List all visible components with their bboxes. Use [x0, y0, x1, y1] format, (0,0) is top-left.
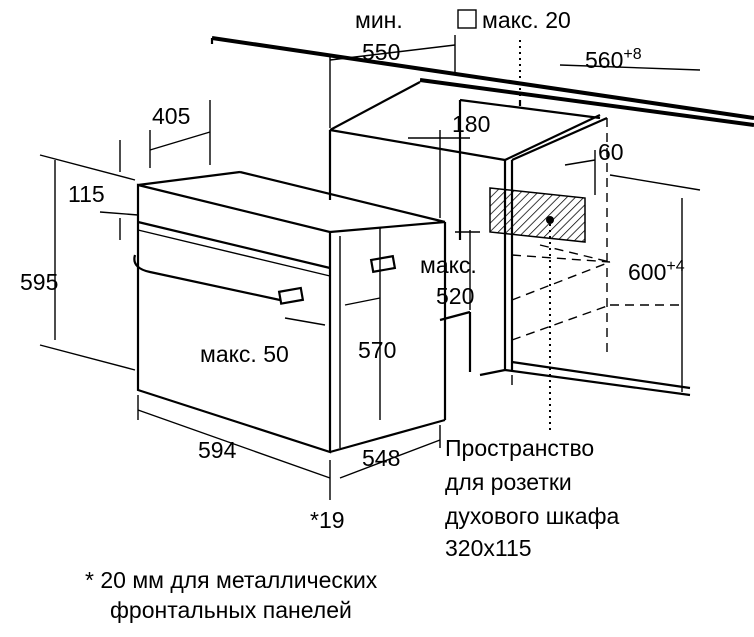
svg-text:* 20 мм для металлических: * 20 мм для металлических	[85, 567, 378, 593]
label-560: 560+8	[585, 46, 642, 73]
label-max20: макс. 20	[482, 7, 571, 33]
svg-text:Пространство: Пространство	[445, 435, 594, 461]
socket-area	[489, 40, 586, 430]
svg-text:духового шкафа: духового шкафа	[445, 503, 620, 529]
label-min: мин.	[355, 7, 403, 33]
socket-note: Пространство для розетки духового шкафа …	[445, 435, 620, 561]
label-520: 520	[436, 283, 474, 309]
label-595: 595	[20, 269, 58, 295]
label-548: 548	[362, 445, 400, 471]
countertop	[210, 36, 754, 131]
label-60: 60	[598, 139, 624, 165]
label-115: 115	[68, 181, 105, 207]
label-180: 180	[452, 111, 490, 137]
label-19: *19	[310, 507, 345, 533]
label-max: макс.	[420, 252, 477, 278]
label-550: 550	[362, 39, 400, 65]
label-max50: макс. 50	[200, 341, 289, 367]
oven	[133, 170, 447, 454]
label-600: 600+4	[628, 258, 685, 285]
svg-text:для розетки: для розетки	[445, 469, 572, 495]
square-symbol	[457, 9, 477, 29]
svg-text:320x115: 320x115	[445, 535, 532, 561]
svg-text:фронтальных панелей: фронтальных панелей	[110, 597, 352, 623]
label-594: 594	[198, 437, 237, 463]
dimension-lines	[39, 9, 701, 500]
label-405: 405	[152, 103, 190, 129]
label-570: 570	[358, 337, 396, 363]
dimension-labels: мин. макс. 20 550 560+8 405 180 60 115 5…	[20, 7, 685, 533]
footnote: * 20 мм для металлических фронтальных па…	[85, 567, 378, 623]
